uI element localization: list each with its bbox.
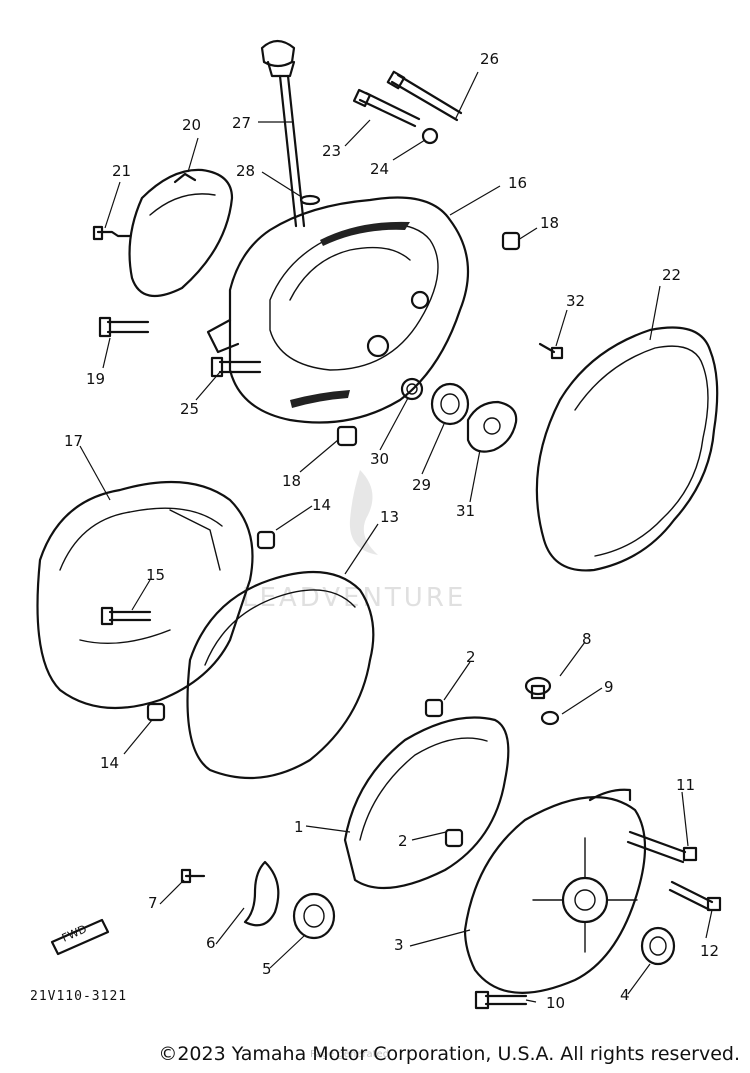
- reference-code: 21V110-3121: [30, 989, 127, 1004]
- watermark: LEADVENTURE: [242, 470, 466, 613]
- callout-20: 20: [182, 116, 201, 134]
- callout-26: 26: [480, 50, 499, 68]
- dowel-pin-14-upper: [256, 530, 276, 550]
- bolt-23: [352, 88, 421, 128]
- callout-18b: 18: [282, 472, 301, 490]
- fwd-arrow: FWD: [50, 918, 110, 956]
- callout-30: 30: [370, 450, 389, 468]
- callout-3: 3: [394, 936, 404, 954]
- callout-7: 7: [148, 894, 158, 912]
- bolt-11: [626, 830, 698, 864]
- screw-21: [92, 225, 132, 241]
- crankcase-cover-3: [463, 788, 647, 994]
- callout-22: 22: [662, 266, 681, 284]
- plug-8: [524, 676, 552, 700]
- callout-31: 31: [456, 502, 475, 520]
- callout-14b: 14: [100, 754, 119, 772]
- callout-23: 23: [322, 142, 341, 160]
- gasket-13: [186, 570, 375, 780]
- o-ring-9: [540, 710, 560, 726]
- callout-16: 16: [508, 174, 527, 192]
- callout-1: 1: [294, 818, 304, 836]
- callout-5: 5: [262, 960, 272, 978]
- callout-32: 32: [566, 292, 585, 310]
- oil-seal-30: [400, 377, 424, 401]
- copyright-notice: ©2023 Yamaha Motor Corporation, U.S.A. A…: [158, 1043, 740, 1065]
- callout-2b: 2: [398, 832, 408, 850]
- callout-8: 8: [582, 630, 592, 648]
- callout-21: 21: [112, 162, 131, 180]
- crankcase-cover-16: [206, 196, 470, 424]
- plate-31: [466, 400, 518, 453]
- callout-2: 2: [466, 648, 476, 666]
- callout-24: 24: [370, 160, 389, 178]
- oil-filler-plug-dipstick: [260, 39, 306, 228]
- bolt-26: [386, 70, 463, 122]
- watermark-text: LEADVENTURE: [242, 583, 466, 613]
- washer-24: [421, 127, 439, 145]
- callout-29: 29: [412, 476, 431, 494]
- callout-12: 12: [700, 942, 719, 960]
- callout-13: 13: [380, 508, 399, 526]
- bolt-10: [474, 990, 528, 1010]
- crankcase-cover-17: [36, 480, 254, 710]
- plate-6: [243, 860, 280, 927]
- callout-14: 14: [312, 496, 331, 514]
- oil-seal-4: [640, 926, 676, 966]
- callout-6: 6: [206, 934, 216, 952]
- callout-17: 17: [64, 432, 83, 450]
- callout-19: 19: [86, 370, 105, 388]
- bolt-12: [668, 880, 722, 912]
- callout-25: 25: [180, 400, 199, 418]
- callout-28: 28: [236, 162, 255, 180]
- callout-27: 27: [232, 114, 251, 132]
- screw-32: [538, 342, 564, 360]
- gasket-22: [535, 326, 719, 572]
- dowel-pin-18-upper: [501, 231, 521, 251]
- bolt-19: [98, 316, 150, 338]
- dowel-pin-2-upper: [424, 698, 444, 718]
- leader-lines: [79, 71, 713, 1003]
- sub-note: Page generated: [310, 1049, 390, 1060]
- bolt-15: [100, 606, 152, 626]
- screw-7: [180, 868, 206, 884]
- bearing-29: [430, 382, 470, 426]
- callout-4: 4: [620, 986, 630, 1004]
- dowel-pin-14-lower: [146, 702, 166, 722]
- callout-9: 9: [604, 678, 614, 696]
- callout-numbers: 26 27 20 23 24 28 21 16 18 22 32 19 25 3…: [64, 50, 719, 1012]
- callout-15: 15: [146, 566, 165, 584]
- dowel-pin-2-lower: [444, 828, 464, 848]
- cover-cap-20: [128, 168, 234, 298]
- callout-10: 10: [546, 994, 565, 1012]
- gasket-1: [343, 716, 510, 890]
- o-ring-28: [299, 194, 321, 206]
- callout-18: 18: [540, 214, 559, 232]
- dowel-pin-18-lower: [336, 425, 358, 447]
- callout-11: 11: [676, 776, 695, 794]
- bearing-5: [292, 892, 336, 940]
